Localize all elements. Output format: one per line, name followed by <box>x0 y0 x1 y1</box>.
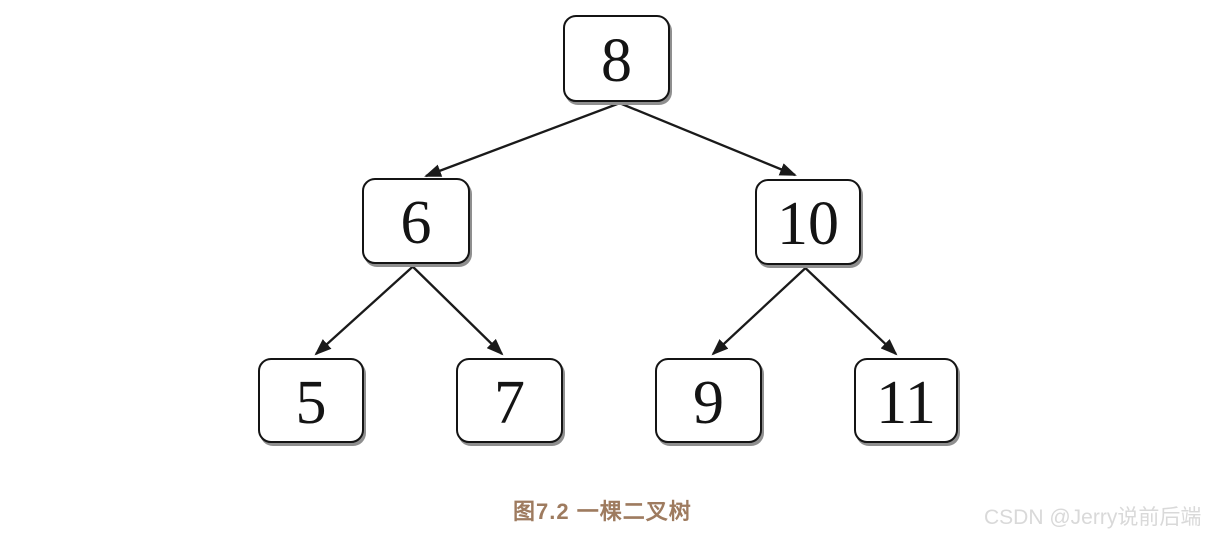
edge-6-to-5 <box>314 260 420 356</box>
tree-node-6: 6 <box>362 178 470 264</box>
edge-6-to-7 <box>406 260 504 356</box>
tree-node-11: 11 <box>854 358 958 443</box>
csdn-watermark: CSDN @Jerry说前后端 <box>984 506 1202 529</box>
edge-8-to-6 <box>424 98 629 178</box>
edge-10-to-9 <box>711 261 813 356</box>
tree-node-5: 5 <box>258 358 364 443</box>
figure-caption: 图7.2 一棵二叉树 <box>513 499 692 524</box>
tree-node-8: 8 <box>563 15 670 102</box>
tree-node-10: 10 <box>755 179 861 265</box>
edge-8-to-10 <box>611 98 797 177</box>
tree-node-9: 9 <box>655 358 762 443</box>
tree-node-7: 7 <box>456 358 563 443</box>
edge-10-to-11 <box>798 261 898 356</box>
